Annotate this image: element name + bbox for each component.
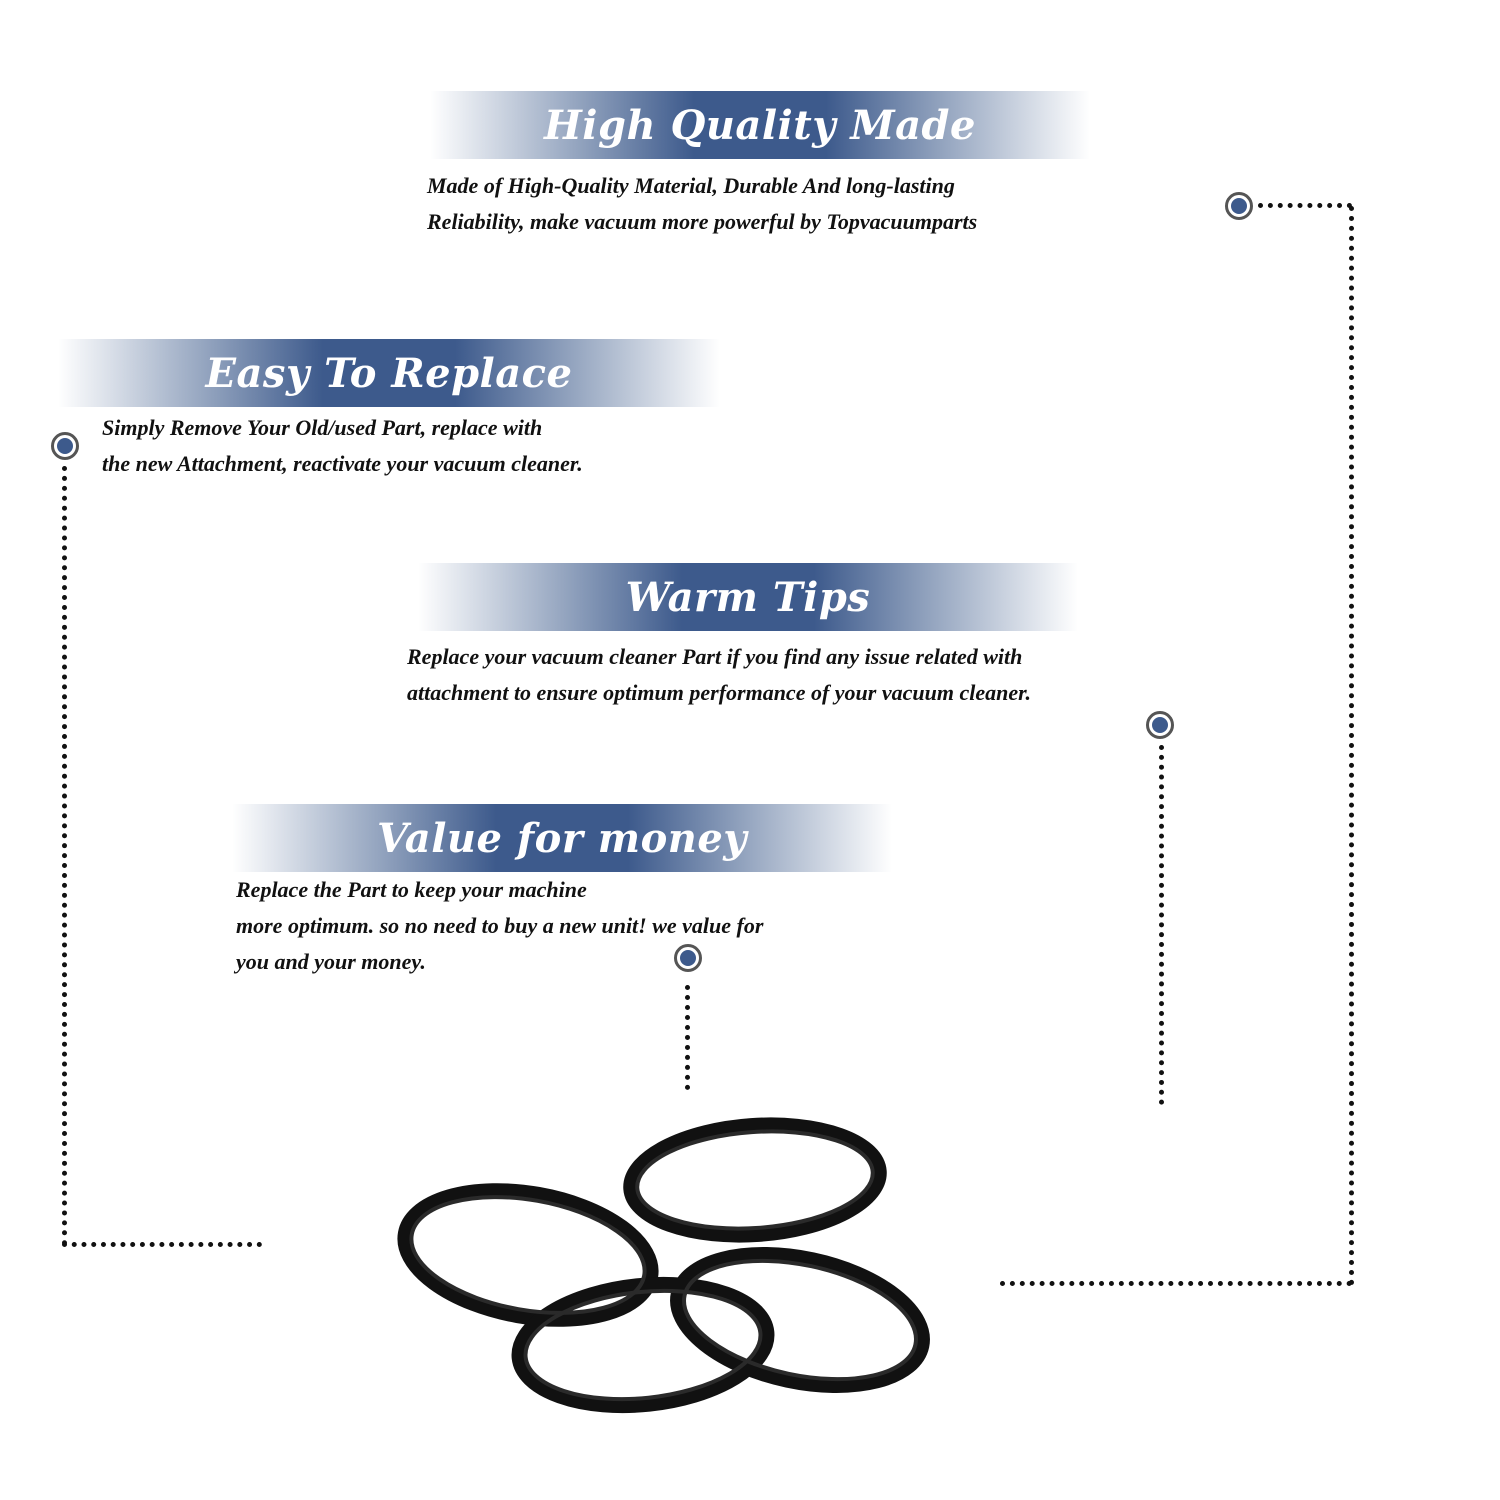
banner-title: Easy To Replace [205,349,573,397]
dotted-connector [1258,203,1352,208]
banner-title: Warm Tips [625,573,871,621]
feature-description: Simply Remove Your Old/used Part, replac… [102,415,583,476]
dotted-connector [1000,1281,1352,1286]
banner-value-for-money: Value for money [232,804,892,872]
banner-warm-tips: Warm Tips [418,563,1078,631]
dotted-connector [1159,745,1164,1105]
dotted-connector [685,985,690,1090]
bullet-marker-icon [51,432,79,460]
bullet-marker-icon [1225,192,1253,220]
vacuum-belts-image [397,1117,930,1414]
banner-easy-to-replace: Easy To Replace [58,339,720,407]
feature-description: Made of High-Quality Material, Durable A… [427,173,978,234]
banner-title: Value for money [376,814,748,862]
dotted-connector [62,1242,262,1247]
banner-high-quality: High Quality Made [430,91,1090,159]
dotted-connector [62,466,67,1246]
banner-title: High Quality Made [544,101,976,149]
bullet-marker-icon [674,944,702,972]
feature-description: Replace your vacuum cleaner Part if you … [407,644,1031,705]
bullet-marker-icon [1146,711,1174,739]
dotted-connector [1349,206,1354,1286]
feature-description: Replace the Part to keep your machine mo… [236,877,764,974]
